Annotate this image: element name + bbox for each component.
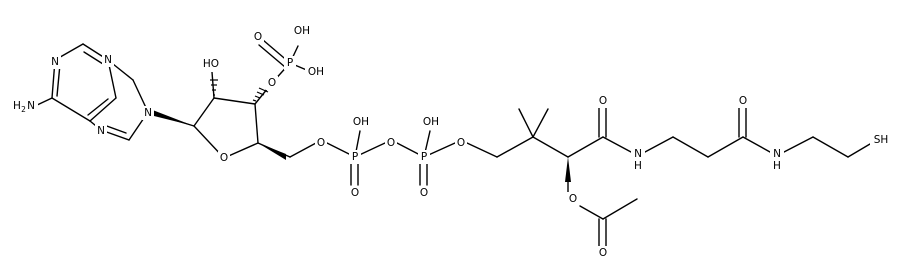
beta-alanine-carbonyl-oxygen-label: O	[739, 95, 747, 107]
amine-subscript: 2	[21, 105, 26, 114]
amide-2-h-label: H	[773, 160, 781, 172]
acetoxy-ester-oxygen-label: O	[569, 193, 577, 205]
pantoate-carbonyl-oxygen-label: O	[599, 95, 607, 107]
phosphate-alpha-p-label: P	[352, 151, 358, 163]
phosphate-3-oh-top-label: OH	[294, 25, 310, 37]
amide-1-n-label: N	[634, 148, 642, 160]
ribose-ring-oxygen-label: O	[220, 152, 228, 164]
adenine-n1-label: N	[51, 56, 59, 68]
atom-labels: H 2 N N N N N HO O O P OH OH O O P OH	[12, 23, 892, 260]
phosphate-alpha-oxo-label: O	[351, 187, 359, 199]
phosphate-beta-oxo-label: O	[420, 187, 428, 199]
bridge-oxygen-1-label: O	[317, 137, 325, 149]
amine-n-label: N	[27, 100, 35, 112]
bond-lines	[34, 39, 871, 247]
wedge-bond-c1	[150, 109, 194, 126]
hash-bonds	[210, 79, 269, 102]
bridge-oxygen-3-label: O	[457, 137, 465, 149]
phosphate-beta-p-label: P	[421, 151, 427, 163]
wedge-bond-c2-pantoate	[565, 157, 571, 182]
amide-1-h-label: H	[634, 160, 642, 172]
phosphate-ester-oxygen-label: O	[268, 77, 276, 89]
acetoxy-carbonyl-oxygen-label: O	[599, 247, 607, 259]
phosphate-beta-oh-label: OH	[423, 116, 439, 128]
thiol-label: SH	[874, 134, 889, 146]
phosphate-3-p-label: P	[287, 57, 293, 69]
ribose-hydroxyl-label: HO	[203, 58, 219, 70]
amide-2-n-label: N	[773, 148, 781, 160]
phosphate-alpha-oh-label: OH	[353, 116, 369, 128]
wedge-bond-c4	[258, 143, 286, 160]
adenine-n9-label: N	[144, 107, 152, 119]
adenine-n7-label: N	[97, 125, 105, 137]
wedge-bonds	[150, 109, 571, 182]
bridge-oxygen-2-label: O	[387, 137, 395, 149]
adenine-n3-label: N	[104, 54, 112, 66]
phosphate-3-oxo-label: O	[254, 31, 262, 43]
amine-h-label: H	[13, 100, 21, 112]
phosphate-3-oh-right-label: OH	[308, 66, 324, 78]
